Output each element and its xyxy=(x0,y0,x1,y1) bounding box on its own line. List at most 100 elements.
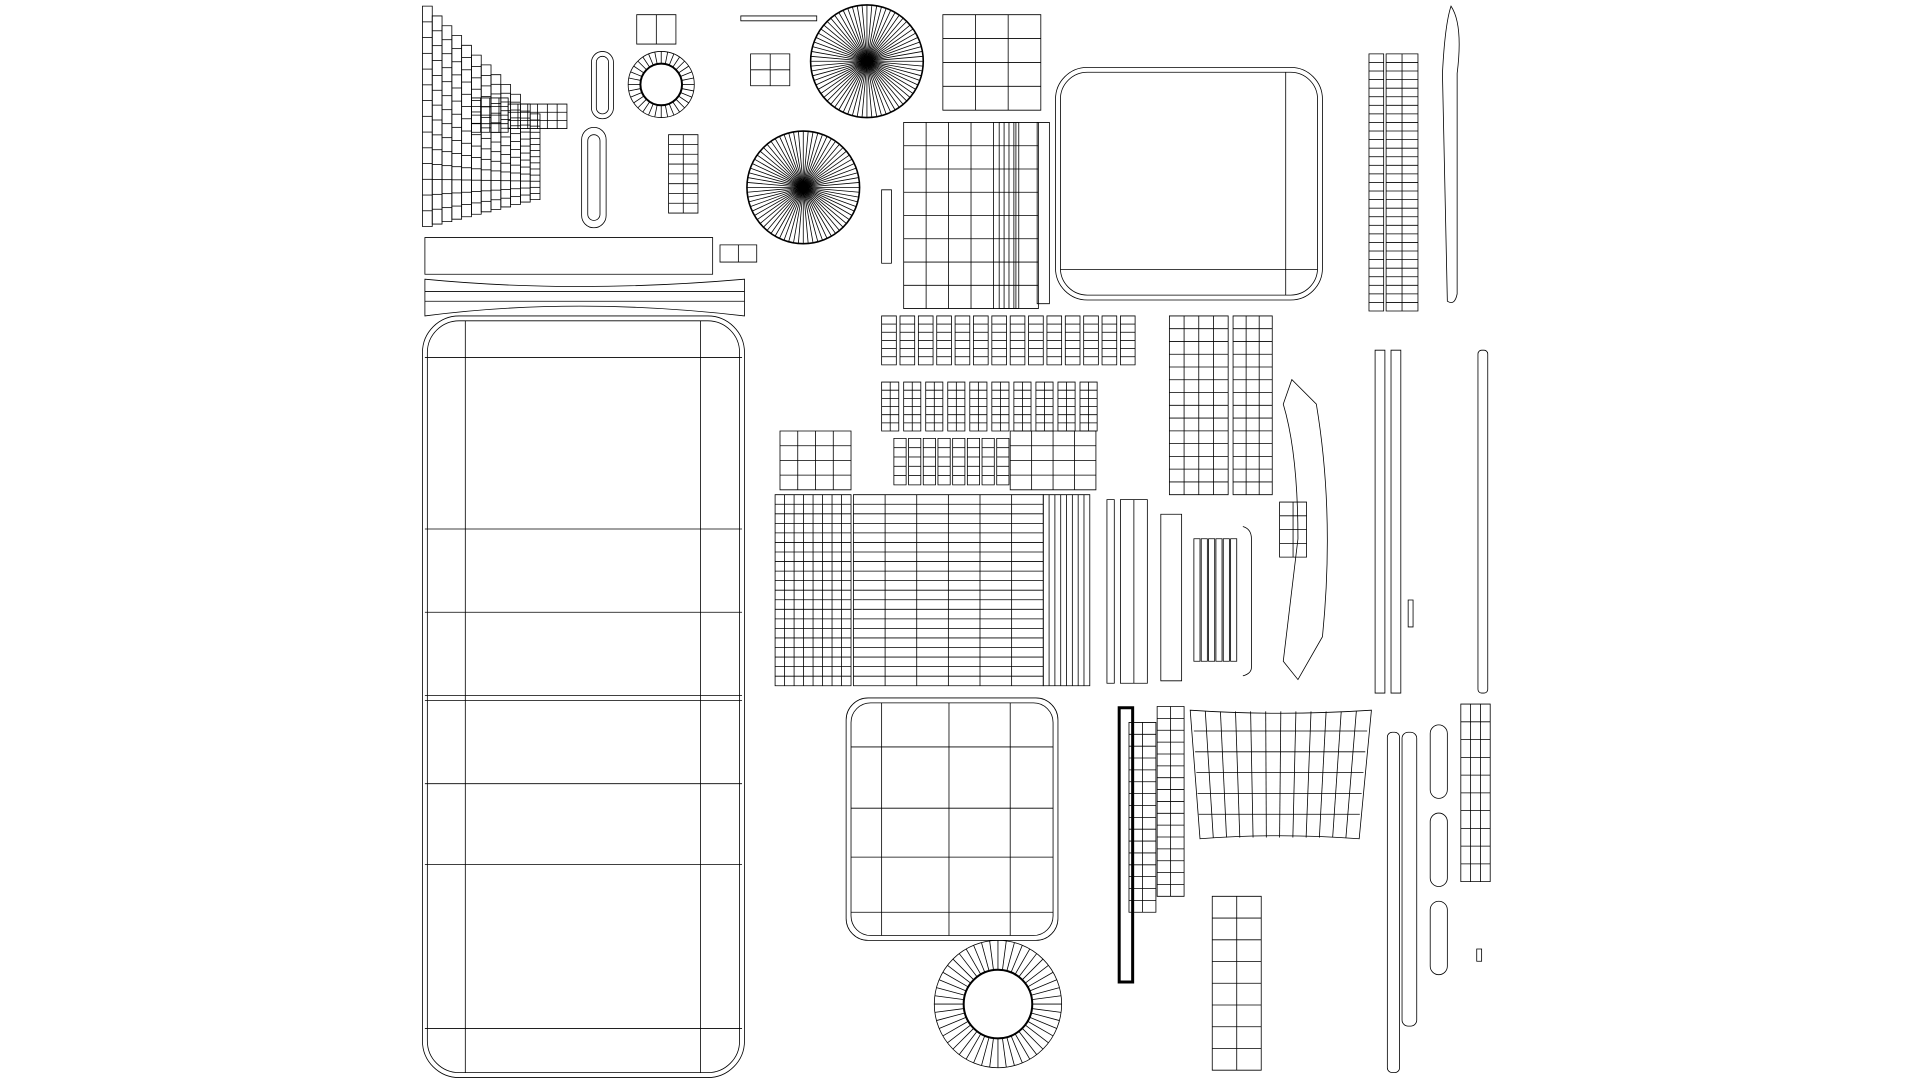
wire-edge xyxy=(803,187,839,230)
wire-edge xyxy=(803,132,813,187)
wire-edge xyxy=(814,42,867,61)
wire-edge xyxy=(981,943,989,971)
wire-edge xyxy=(867,37,918,61)
wire-edge xyxy=(803,187,857,202)
wire-edge xyxy=(1220,711,1226,837)
wire-edge xyxy=(803,187,852,215)
rounded-panel-inner xyxy=(851,703,1053,936)
wire-edge xyxy=(779,187,803,238)
wire-edge xyxy=(813,47,867,62)
small-strip-island xyxy=(982,438,994,485)
wire-edge xyxy=(676,99,685,108)
wire-edge xyxy=(935,996,964,1000)
wire-edge xyxy=(811,51,866,61)
wire-edge xyxy=(1015,1034,1030,1059)
top-strip-island xyxy=(425,238,713,275)
wire-edge xyxy=(1025,1025,1048,1043)
wire-edge xyxy=(835,15,867,61)
wire-edge xyxy=(789,187,804,241)
wire-edge xyxy=(1251,711,1253,837)
wire-edge xyxy=(775,139,803,188)
wire-edge xyxy=(679,96,689,103)
rounded-panel-inner xyxy=(1060,72,1317,295)
wire-edge xyxy=(803,151,846,187)
wire-edge xyxy=(852,7,867,61)
wire-edge xyxy=(803,187,827,238)
capsule-island xyxy=(1430,901,1447,974)
wire-edge xyxy=(629,78,641,80)
bracket-island xyxy=(1161,514,1182,681)
wire-edge xyxy=(947,965,970,983)
dense-strip-island xyxy=(1194,539,1200,661)
wire-edge xyxy=(750,187,803,206)
wire-edge xyxy=(676,61,685,70)
wire-edge xyxy=(867,61,895,110)
wire-edge xyxy=(848,8,867,61)
rounded-panel-island xyxy=(1056,67,1323,300)
wire-edge xyxy=(752,187,803,211)
wire-edge xyxy=(803,164,854,188)
wire-edge xyxy=(669,104,674,115)
wire-edge xyxy=(680,92,691,97)
wire-edge xyxy=(814,61,867,80)
small-strip-island xyxy=(967,438,979,485)
rounded-panel-island xyxy=(846,698,1058,940)
wire-edge xyxy=(754,187,803,215)
long-rail-island xyxy=(1391,350,1401,693)
wire-edge xyxy=(784,134,803,187)
wire-edge xyxy=(649,54,654,65)
small-strip-island xyxy=(953,438,965,485)
wire-edge xyxy=(867,61,910,97)
dense-strip-island xyxy=(1231,539,1237,661)
wire-edge xyxy=(1236,711,1240,837)
wire-edge xyxy=(682,78,694,80)
wire-edge xyxy=(638,61,647,70)
wire-edge xyxy=(682,89,694,91)
capsule-inner xyxy=(596,56,608,114)
wire-edge xyxy=(1293,711,1296,837)
narrow-strip-island xyxy=(1037,122,1049,303)
wire-edge xyxy=(643,102,650,112)
wire-edge xyxy=(818,33,867,61)
wire-edge xyxy=(803,139,831,188)
wire-edge xyxy=(1025,965,1048,983)
wire-edge xyxy=(824,25,867,61)
wire-edge xyxy=(1333,711,1342,837)
wire-edge xyxy=(803,187,854,211)
wire-edge xyxy=(966,949,981,974)
wire-edge xyxy=(867,61,913,93)
wire-edge xyxy=(1266,711,1267,837)
curve-island xyxy=(1243,527,1252,676)
wire-edge xyxy=(943,972,968,987)
wire-edge xyxy=(803,141,835,187)
wire-edge xyxy=(947,1025,970,1043)
wire-edge xyxy=(1007,943,1015,971)
ring-island xyxy=(640,64,682,106)
wire-edge xyxy=(747,182,803,187)
wire-edge xyxy=(803,182,859,187)
wire-edge xyxy=(1022,959,1043,980)
wire-edge xyxy=(857,6,867,61)
wire-edge xyxy=(867,61,882,115)
wire-edge xyxy=(848,61,867,114)
tiny-island xyxy=(1408,600,1413,627)
wire-edge xyxy=(789,133,804,187)
wire-edge xyxy=(803,148,843,188)
wire-edge xyxy=(779,136,803,187)
wire-edge xyxy=(959,1031,977,1054)
wire-edge xyxy=(803,187,835,233)
wire-edge xyxy=(798,187,803,243)
wire-edge xyxy=(1019,954,1037,977)
wire-edge xyxy=(843,10,867,61)
small-strip-island xyxy=(923,438,935,485)
wire-edge xyxy=(867,7,882,61)
wire-edge xyxy=(935,1009,964,1013)
wire-edge xyxy=(867,5,872,61)
narrow-strip-island xyxy=(882,190,892,263)
dense-strip-island xyxy=(1201,539,1207,661)
wire-edge xyxy=(803,131,808,187)
wire-edge xyxy=(680,72,691,77)
wire-edge xyxy=(867,10,891,61)
wire-edge xyxy=(803,133,818,187)
wire-edge xyxy=(803,136,827,187)
